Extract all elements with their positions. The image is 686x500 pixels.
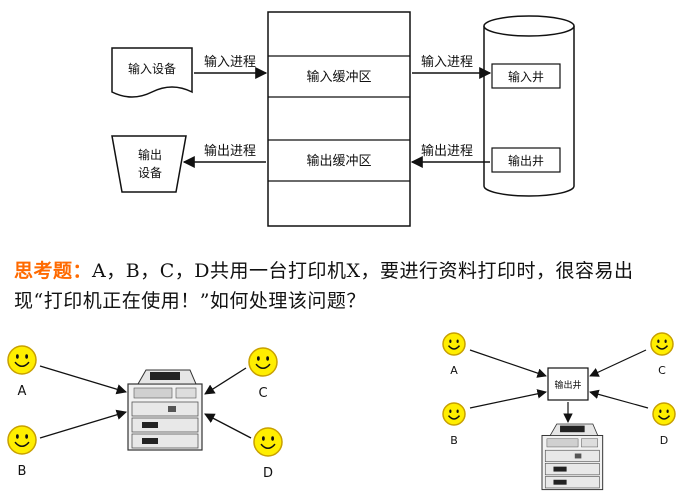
right-user-c-smiley — [650, 332, 674, 356]
input-process-left-label: 输入进程 — [204, 54, 256, 70]
right-user-c-label: C — [658, 364, 666, 377]
right-arrow-b — [469, 389, 547, 409]
left-user-d-label: D — [263, 466, 273, 481]
output-process-right-label: 输出进程 — [421, 143, 473, 159]
left-arrow-c — [204, 367, 247, 395]
buffer-column — [267, 11, 411, 227]
left-printer — [127, 369, 203, 451]
right-spool-box — [547, 367, 589, 401]
output-buffer-label: 输出缓冲区 — [306, 153, 371, 169]
output-device-label-line1: 输出 — [138, 147, 162, 162]
question-prefix: 思考题： — [14, 260, 93, 282]
question-body: A，B，C，D共用一台打印机X，要进行资料打印时，很容易出现“打印机正在使用！”… — [14, 260, 634, 312]
right-arrow-d — [589, 389, 649, 409]
left-user-a-smiley — [7, 345, 37, 375]
right-user-a-smiley — [442, 332, 466, 356]
output-well-label: 输出井 — [508, 153, 544, 168]
left-user-a-label: A — [18, 384, 27, 399]
output-process-left-label: 输出进程 — [204, 143, 256, 159]
input-device-label: 输入设备 — [128, 61, 176, 76]
left-user-b-label: B — [18, 464, 27, 479]
right-user-b-smiley — [442, 402, 466, 426]
input-buffer-label: 输入缓冲区 — [306, 69, 371, 85]
left-arrow-a — [39, 365, 127, 395]
input-well-label: 输入井 — [508, 69, 544, 84]
output-device-shape — [111, 135, 187, 193]
right-arrow-c — [589, 349, 647, 377]
right-user-d-label: D — [660, 434, 668, 447]
right-user-b-label: B — [450, 434, 458, 447]
input-well-box — [491, 63, 561, 89]
left-user-d-smiley — [253, 427, 283, 457]
right-arrow-a — [469, 349, 547, 378]
right-user-d-smiley — [652, 402, 676, 426]
left-user-b-smiley — [7, 425, 37, 455]
right-spool-box-label: 输出井 — [554, 379, 581, 391]
left-user-c-smiley — [248, 347, 278, 377]
right-printer — [541, 423, 604, 491]
left-user-c-label: C — [258, 386, 267, 401]
right-user-a-label: A — [450, 364, 458, 377]
input-device-shape — [111, 47, 193, 98]
left-arrow-d — [204, 413, 252, 439]
output-device-label-line2: 设备 — [138, 166, 162, 180]
question-text: 思考题：A，B，C，D共用一台打印机X，要进行资料打印时，很容易出现“打印机正在… — [14, 256, 674, 316]
input-process-right-label: 输入进程 — [421, 54, 473, 70]
left-arrow-b — [39, 409, 127, 439]
output-well-box — [491, 147, 561, 173]
